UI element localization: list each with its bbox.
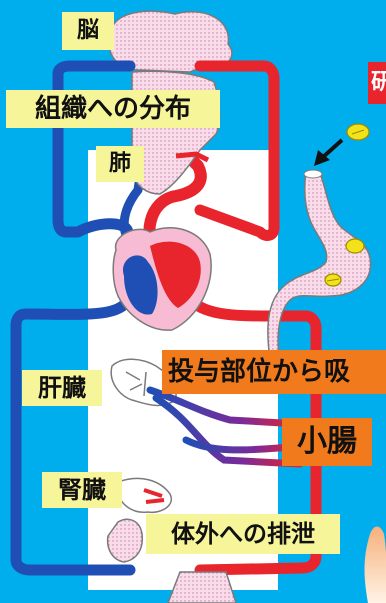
pill-icon <box>345 238 365 254</box>
pill-icon <box>346 123 370 141</box>
circulation-vessels <box>10 60 322 576</box>
lung-label: 肺 <box>96 146 144 182</box>
heat-icon <box>364 526 386 603</box>
kidney-label: 腎臓 <box>42 472 122 508</box>
top-right-fragment-label: 研 <box>368 62 386 104</box>
kidney-organ <box>117 477 173 514</box>
tissue-distribution-label: 組織への分布 <box>6 90 220 128</box>
excretion-label: 体外への排泄 <box>146 514 340 554</box>
absorption-label: 投与部位から吸 <box>162 350 386 394</box>
liver-label: 肝臓 <box>22 370 102 406</box>
brain-label: 脳 <box>62 12 114 50</box>
arrow-icon <box>314 138 344 166</box>
pill-icon <box>324 273 342 287</box>
small-intestine-label: 小腸 <box>282 418 372 466</box>
bladder-organ <box>106 518 144 563</box>
portal-vessels <box>146 386 304 468</box>
